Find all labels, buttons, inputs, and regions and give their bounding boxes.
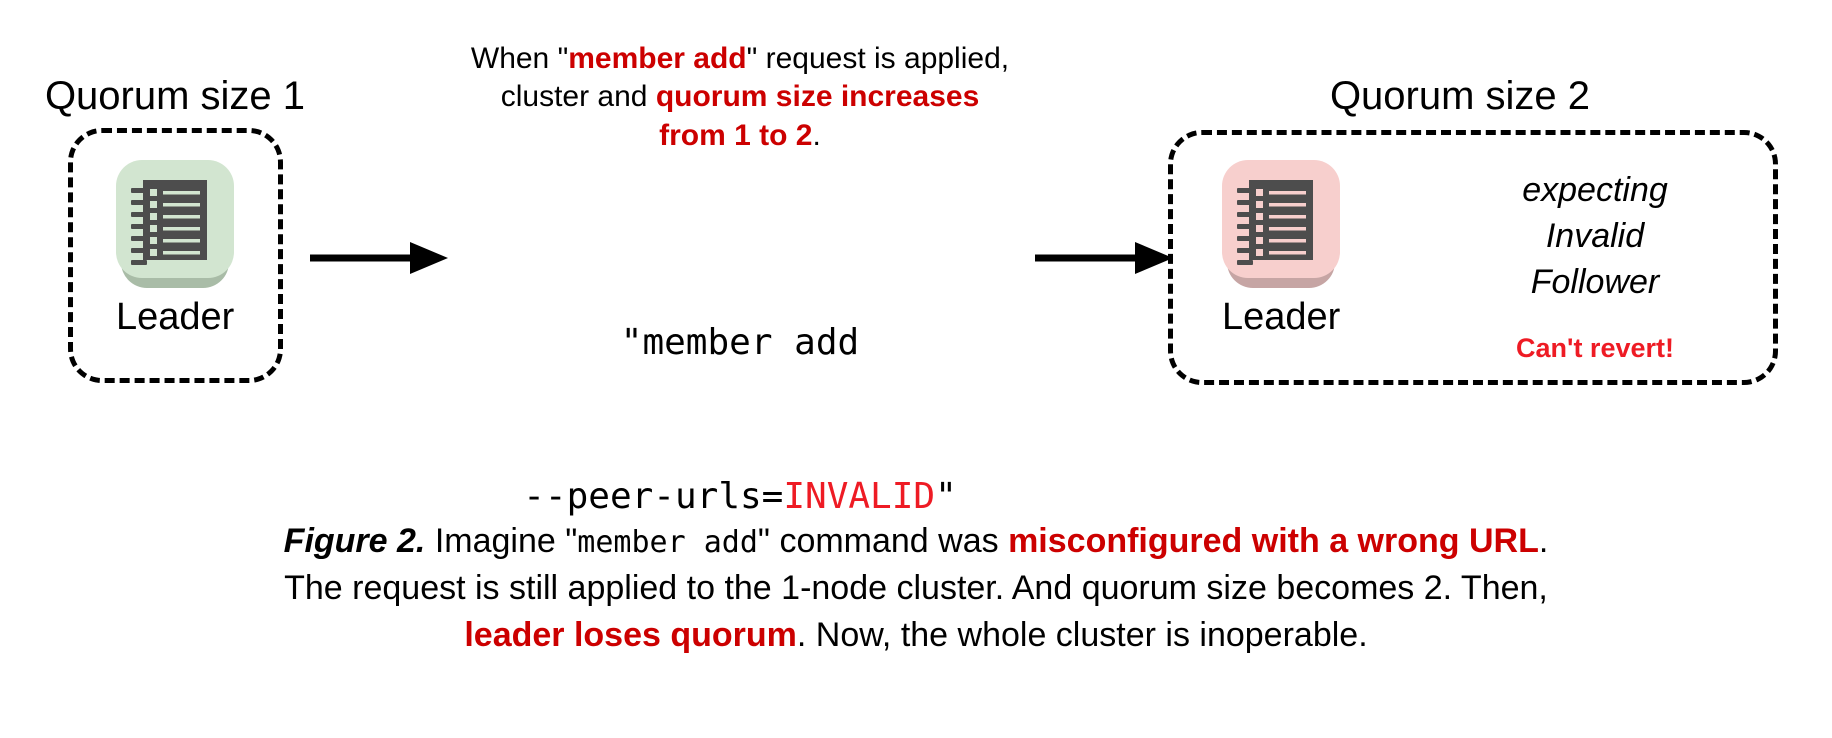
figure-caption: Figure 2. Imagine "member add" command w… <box>0 518 1832 659</box>
left-leader-node: Leader <box>116 160 234 336</box>
caption-highlight-loses-quorum: leader loses quorum <box>464 615 797 654</box>
left-cluster-box <box>68 128 283 383</box>
caption-line-1: Figure 2. Imagine "member add" command w… <box>283 522 1549 560</box>
right-leader-node: Leader <box>1222 160 1340 336</box>
invalid-url-token: INVALID <box>783 475 936 517</box>
command-line-1: "member add <box>620 322 860 364</box>
right-quorum-size-label: Quorum size 2 <box>1329 74 1591 118</box>
figure-number: Figure 2. <box>283 522 426 560</box>
command-line-2: --peer-urls=INVALID" <box>523 475 957 517</box>
left-quorum-size-label: Quorum size 1 <box>44 74 306 118</box>
member-add-command: "member add --peer-urls=INVALID" <box>400 215 1080 624</box>
ledger-icon <box>1222 160 1341 278</box>
expecting-invalid-follower-text: expecting Invalid Follower <box>1430 168 1760 306</box>
left-node-label: Leader <box>116 296 235 338</box>
expecting-line-3: Follower <box>1530 262 1660 301</box>
expecting-line-1: expecting <box>1522 171 1668 209</box>
caption-line-2: The request is still applied to the 1-no… <box>284 568 1548 607</box>
caption-line-3: leader loses quorum. Now, the whole clus… <box>464 615 1368 654</box>
arrow-left-to-command <box>310 238 450 283</box>
right-node-label: Leader <box>1222 296 1341 338</box>
caption-mono-command: member add <box>577 525 758 560</box>
caption-highlight-misconfigured: misconfigured with a wrong URL <box>1008 522 1539 560</box>
top-explanatory-note: When "member add" request is applied, cl… <box>370 40 1110 155</box>
ledger-icon <box>116 160 235 278</box>
arrow-command-to-right <box>1035 238 1175 283</box>
right-node-icon-wrap <box>1222 160 1341 292</box>
right-cluster-box <box>1168 130 1778 385</box>
left-node-icon-wrap <box>116 160 235 292</box>
top-note-line3: from 1 to 2. <box>659 118 821 152</box>
top-note-line1: When "member add" request is applied, <box>470 42 1010 75</box>
expecting-line-2: Invalid <box>1545 216 1645 255</box>
cant-revert-warning: Can't revert! <box>1516 333 1674 363</box>
top-note-line2: cluster and quorum size increases <box>500 80 980 114</box>
